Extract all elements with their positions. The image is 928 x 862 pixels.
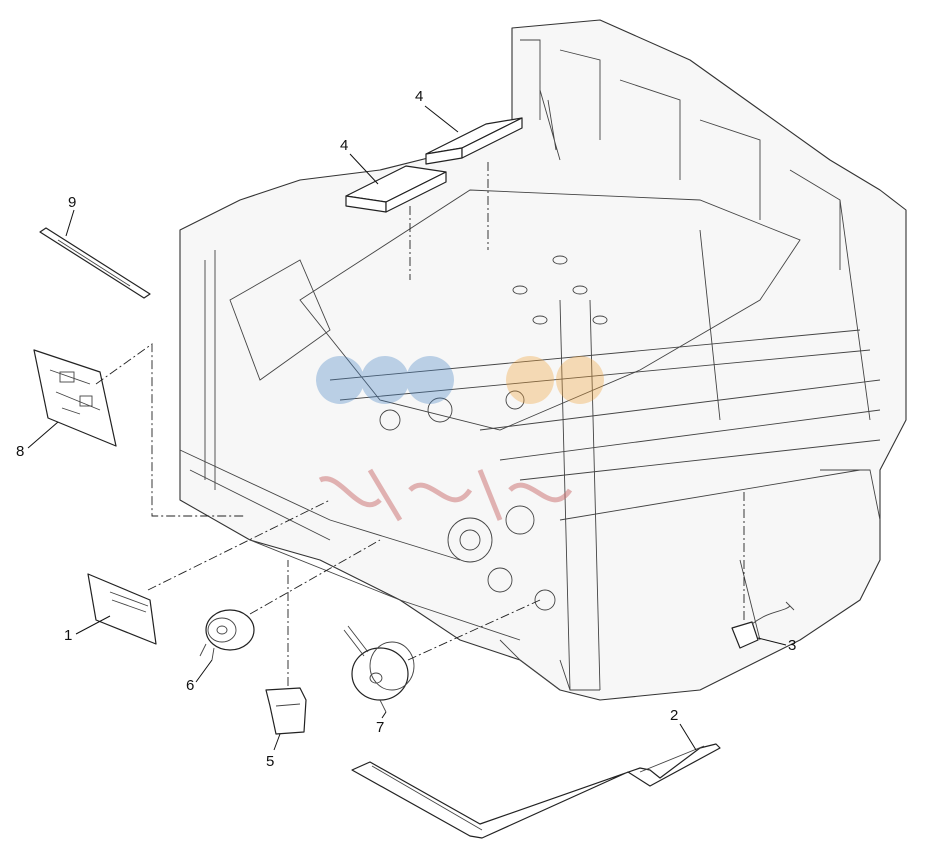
callout-label: 2: [670, 707, 678, 724]
part-5-bracket: [265, 687, 307, 735]
part-8-dash: [95, 343, 246, 517]
part-3-sensor: [731, 601, 795, 649]
watermark-dot-blue-1: [316, 356, 364, 404]
callout-label: 4: [340, 137, 348, 154]
watermark-dot-orange-2: [556, 356, 604, 404]
callout-3: 3: [757, 637, 796, 654]
callout-4b: 4: [415, 88, 459, 133]
part-4-pad-right: [425, 117, 523, 165]
part-7-gear-motor: [343, 625, 415, 713]
callout-4a: 4: [340, 137, 379, 185]
callout-label: 3: [788, 637, 796, 654]
part-1-sensor-board: [87, 573, 157, 645]
callout-1: 1: [64, 615, 111, 644]
callout-9: 9: [65, 194, 76, 237]
part-7-dash: [407, 599, 541, 661]
part-9-cable-strip: [39, 227, 151, 299]
callout-label: 4: [415, 88, 423, 105]
watermark-dot-blue-3: [406, 356, 454, 404]
watermark-dot-orange-1: [506, 356, 554, 404]
watermark-script: [318, 468, 573, 522]
callout-label: 1: [64, 627, 72, 644]
callout-label: 6: [186, 677, 194, 694]
callout-5: 5: [266, 733, 281, 770]
part-4-pad-left: [345, 165, 447, 213]
part-6-dash: [249, 539, 381, 615]
callout-7: 7: [376, 711, 387, 736]
callout-label: 5: [266, 753, 274, 770]
part-2-flat-cable: [351, 743, 721, 839]
callout-8: 8: [16, 421, 59, 460]
watermark: [316, 356, 604, 404]
watermark-dot-blue-2: [361, 356, 409, 404]
callout-label: 9: [68, 194, 76, 211]
callout-2: 2: [670, 707, 697, 751]
callout-6: 6: [186, 659, 213, 694]
callout-label: 7: [376, 719, 384, 736]
part-6-motor: [199, 609, 255, 661]
callout-label: 8: [16, 443, 24, 460]
part-8-board: [33, 349, 117, 447]
